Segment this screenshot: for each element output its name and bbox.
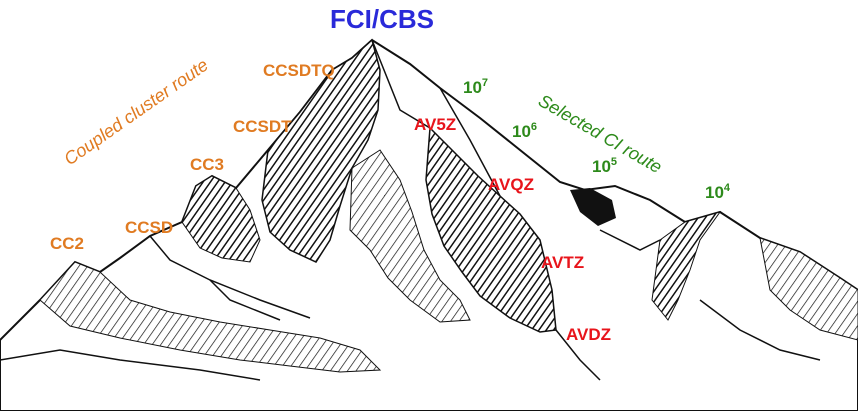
basis-set-avtz: AVTZ — [541, 254, 584, 271]
cc-level-cc3: CC3 — [190, 156, 224, 173]
basis-set-av5z: AV5Z — [414, 116, 456, 133]
power-exponent: 6 — [531, 121, 537, 133]
selected-ci-determinants-1e7: 107 — [463, 78, 488, 96]
power-exponent: 5 — [611, 156, 617, 168]
power-base: 10 — [463, 78, 482, 97]
selected-ci-determinants-1e6: 106 — [512, 122, 537, 140]
cc-level-ccsdt: CCSDT — [233, 118, 292, 135]
basis-set-avdz: AVDZ — [566, 326, 611, 343]
power-base: 10 — [512, 122, 531, 141]
cc-level-ccsd: CCSD — [125, 219, 173, 236]
power-exponent: 7 — [482, 77, 488, 89]
cc-level-cc2: CC2 — [50, 235, 84, 252]
diagram-title: FCI/CBS — [330, 6, 434, 32]
selected-ci-determinants-1e4: 104 — [705, 183, 730, 201]
power-exponent: 4 — [724, 182, 730, 194]
selected-ci-determinants-1e5: 105 — [592, 157, 617, 175]
power-base: 10 — [705, 183, 724, 202]
cc-level-ccsdtq: CCSDTQ — [263, 62, 335, 79]
basis-set-avqz: AVQZ — [488, 176, 534, 193]
power-base: 10 — [592, 157, 611, 176]
